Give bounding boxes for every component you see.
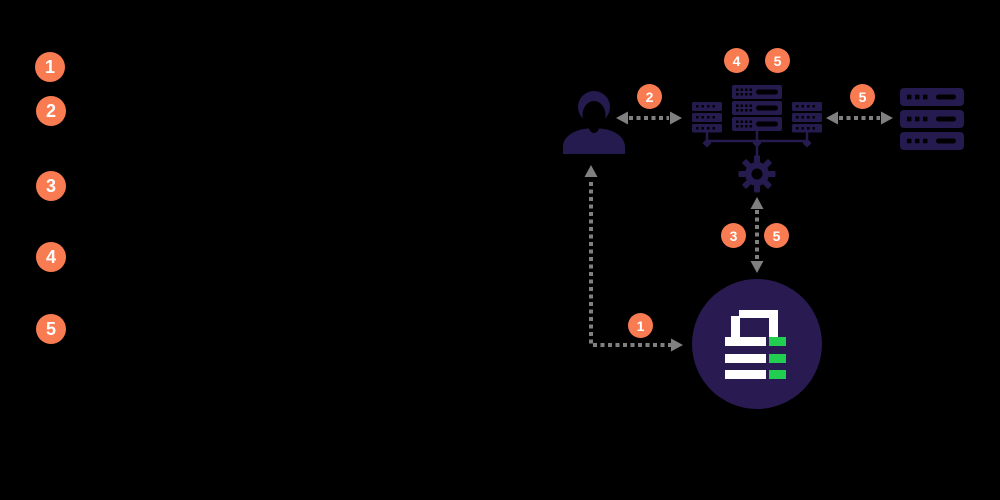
step-badge-servers-vault-right: 5 xyxy=(764,223,789,248)
legend-badge-3: 3 xyxy=(36,171,66,201)
step-badge-user-servers: 2 xyxy=(637,84,662,109)
step-badge-user-vault: 1 xyxy=(628,313,653,338)
right-rack xyxy=(792,102,822,133)
user-icon xyxy=(563,91,625,154)
arrow-servers-storage xyxy=(826,111,893,125)
legend-badge-1: 1 xyxy=(35,52,65,82)
step-badge-servers-top-right: 5 xyxy=(765,48,790,73)
server-rack-icon xyxy=(900,88,964,150)
gear-icon xyxy=(738,155,776,193)
step-badge-servers-vault-left: 3 xyxy=(721,223,746,248)
left-rack xyxy=(692,102,722,133)
server-cluster-icon xyxy=(692,85,822,193)
center-rack xyxy=(732,85,782,131)
step-badge-servers-top-left: 4 xyxy=(724,48,749,73)
bus-lines xyxy=(702,131,812,158)
legend-badge-2: 2 xyxy=(36,96,66,126)
arrow-servers-vault xyxy=(750,197,764,273)
step-badge-servers-storage: 5 xyxy=(850,84,875,109)
vault-circle xyxy=(692,279,822,409)
legend-badge-4: 4 xyxy=(36,242,66,272)
padlock-icon xyxy=(725,310,786,379)
legend-badge-5: 5 xyxy=(36,314,66,344)
